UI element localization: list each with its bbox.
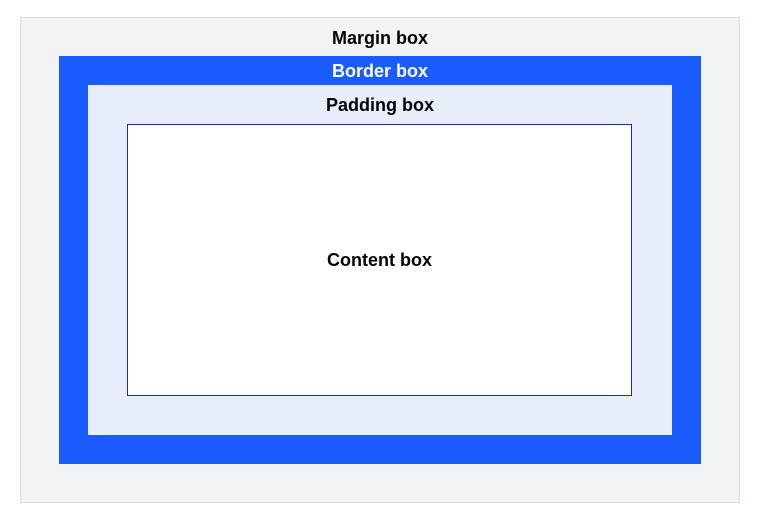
content-box: Content box [127,124,632,396]
padding-box-label: Padding box [326,95,434,115]
margin-box-label: Margin box [331,28,428,48]
border-box-label: Border box [331,61,428,81]
content-box-label: Content box [327,250,432,270]
